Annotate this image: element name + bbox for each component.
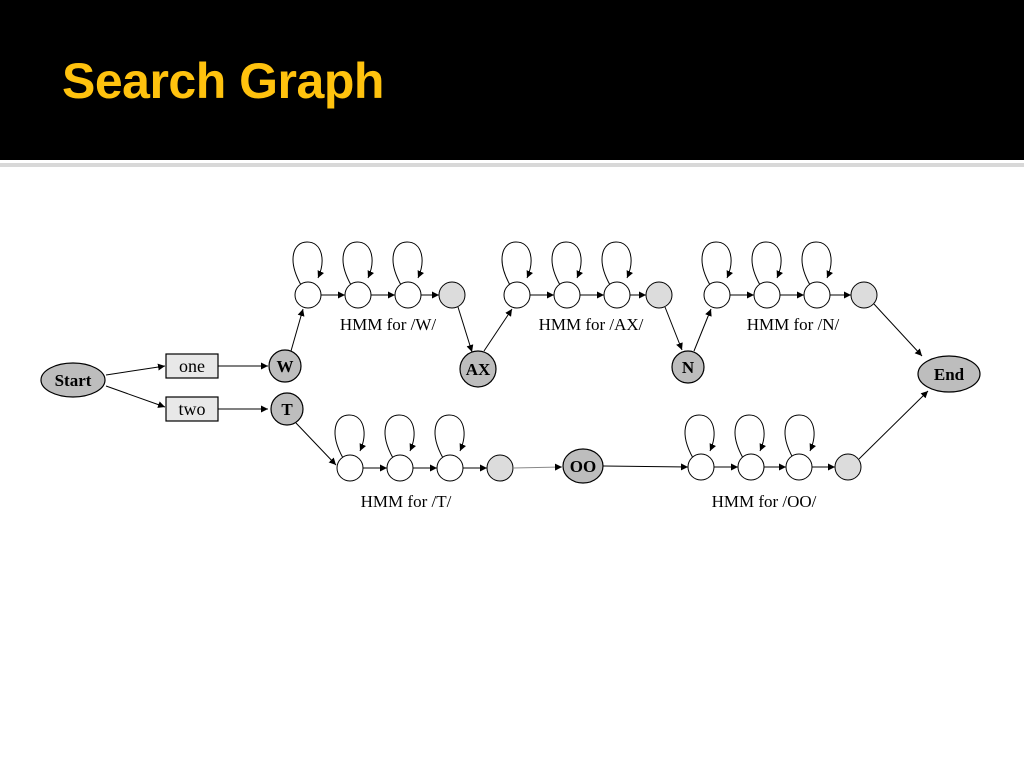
hmm-t-label: HMM for /T/: [361, 492, 452, 511]
self-loop: [551, 241, 584, 286]
edge-ax-hmm: [483, 308, 513, 352]
hmm-state: [344, 281, 372, 309]
phone-node-n: N: [671, 350, 705, 384]
edge-w-hmm: [290, 308, 305, 352]
hmm-state: [394, 281, 422, 309]
self-loop: [734, 414, 767, 459]
hmm-state: [503, 281, 531, 309]
word-two-label: two: [179, 399, 206, 419]
hmm-state: [553, 281, 581, 309]
hmm-state: [436, 454, 464, 482]
hmm-w-label: HMM for /W/: [340, 315, 437, 334]
hmm-ax-label: HMM for /AX/: [539, 315, 644, 334]
edge-hmm-end: [873, 303, 923, 357]
phone-n-label: N: [682, 358, 695, 377]
hmm-oo-label: HMM for /OO/: [712, 492, 817, 511]
hmm-final-state: [486, 454, 514, 482]
phone-oo-label: OO: [570, 457, 596, 476]
edge-n-hmm: [693, 308, 712, 352]
phone-node-t: T: [270, 392, 304, 426]
hmm-state: [386, 454, 414, 482]
self-loop: [392, 241, 425, 286]
start-label: Start: [55, 371, 92, 390]
hmm-state: [603, 281, 631, 309]
hmm-w: HMM for /W/: [292, 241, 466, 334]
hmm-state: [803, 281, 831, 309]
hmm-state: [336, 454, 364, 482]
slide-title: Search Graph: [62, 53, 384, 109]
word-box-one: one: [165, 353, 219, 379]
hmm-t: HMM for /T/: [334, 414, 514, 511]
hmm-state: [687, 453, 715, 481]
self-loop: [784, 414, 817, 459]
self-loop: [434, 414, 467, 459]
hmm-final-state: [850, 281, 878, 309]
title-divider: [0, 163, 1024, 167]
hmm-state: [737, 453, 765, 481]
hmm-state: [703, 281, 731, 309]
phone-node-ax: AX: [459, 350, 497, 388]
hmm-state: [753, 281, 781, 309]
edge-t-hmm: [295, 422, 337, 466]
phone-w-label: W: [277, 357, 294, 376]
word-one-label: one: [179, 356, 205, 376]
word-box-two: two: [165, 396, 219, 422]
title-bar: [0, 0, 1024, 160]
phone-ax-label: AX: [466, 360, 491, 379]
self-loop: [701, 241, 734, 286]
end-node: End: [917, 355, 981, 393]
hmm-n-label: HMM for /N/: [747, 315, 840, 334]
self-loop: [684, 414, 717, 459]
edge-oo-hmm: [602, 463, 689, 471]
phone-t-label: T: [281, 400, 293, 419]
end-label: End: [934, 365, 965, 384]
phone-node-w: W: [268, 349, 302, 383]
hmm-final-state: [834, 453, 862, 481]
self-loop: [751, 241, 784, 286]
hmm-oo: HMM for /OO/: [684, 414, 862, 511]
self-loop: [384, 414, 417, 459]
hmm-ax: HMM for /AX/: [501, 241, 673, 334]
edge-hmm-ax: [457, 306, 474, 353]
edge-hmm-oo-end: [858, 390, 929, 460]
edge-start-one: [105, 363, 166, 376]
hmm-final-state: [645, 281, 673, 309]
self-loop: [292, 241, 325, 286]
edge-hmm-n: [664, 306, 683, 351]
hmm-state: [785, 453, 813, 481]
self-loop: [801, 241, 834, 286]
hmm-state: [294, 281, 322, 309]
self-loop: [342, 241, 375, 286]
start-node: Start: [40, 362, 106, 398]
self-loop: [501, 241, 534, 286]
phone-node-oo: OO: [562, 448, 604, 484]
self-loop: [334, 414, 367, 459]
self-loop: [601, 241, 634, 286]
hmm-n: HMM for /N/: [701, 241, 878, 334]
edge-hmm-oo: [512, 463, 563, 471]
edge-start-two: [105, 385, 166, 408]
hmm-final-state: [438, 281, 466, 309]
